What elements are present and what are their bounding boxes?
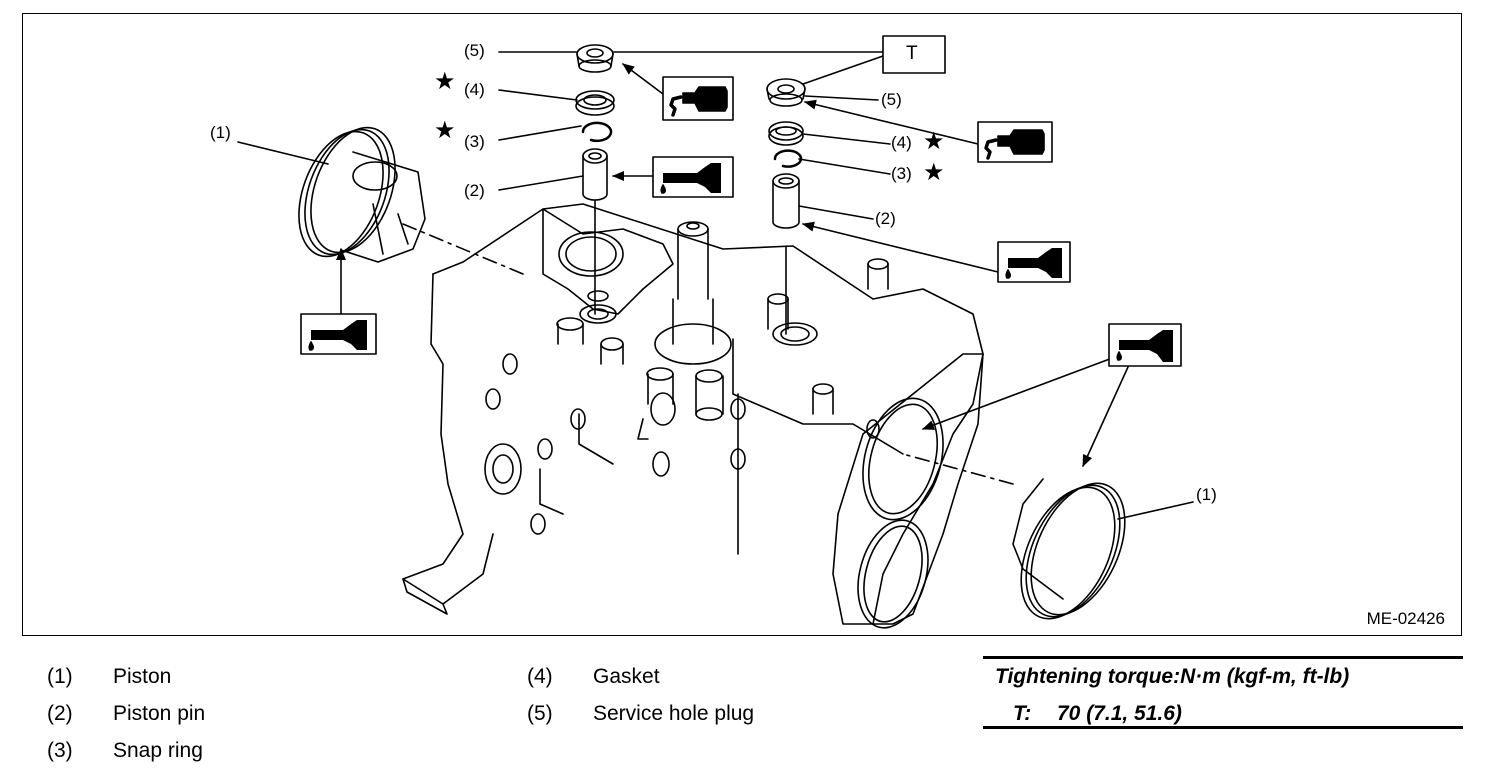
torque-spec-title: Tightening torque:N·m (kgf-m, ft-lb) [995,665,1350,688]
callout-gasket-left: (4) [464,80,485,99]
legend-item: (4)Gasket [527,665,660,688]
left-part-stack [575,44,615,315]
callout-plug-left: (5) [464,41,485,60]
leader-lines [237,51,1194,520]
callout-piston-left: (1) [210,123,231,142]
liquid-gasket-icon [977,121,1053,163]
engine-oil-icon [300,313,377,355]
engine-oil-icon [652,156,734,198]
engine-oil-icon [997,241,1071,283]
left-piston [298,126,524,275]
replace-star-icon: ★ [434,68,456,95]
exploded-diagram: T (1) (5) ★ (4) ★ (3) (2) (5) (4) ★ (3) … [22,13,1462,636]
parts-legend-left: (1)Piston (2)Piston pin (3)Snap ring [47,658,347,769]
torque-box-label: T [906,43,918,64]
engine-block [402,203,984,629]
replace-star-icon: ★ [923,128,945,155]
figure-id: ME-02426 [1366,609,1445,628]
replace-star-icon: ★ [923,159,945,186]
callout-piston-right: (1) [1196,485,1217,504]
liquid-gasket-icon [662,76,734,121]
right-piston [902,453,1126,620]
right-part-stack [766,78,806,335]
callout-snap-left: (3) [464,132,485,151]
engine-oil-icon [1108,323,1182,367]
torque-box-frame [882,35,946,74]
torque-spec-value: T:70 (7.1, 51.6) [1013,702,1182,725]
torque-spec: Tightening torque:N·m (kgf-m, ft-lb) T:7… [983,656,1463,729]
replace-star-icon: ★ [434,117,456,144]
parts-legend-right: (4)Gasket (5)Service hole plug [527,658,867,732]
callout-gasket-right: (4) [891,133,912,152]
callout-snap-right: (3) [891,164,912,183]
legend-item: (5)Service hole plug [527,702,755,725]
legend-item: (1)Piston [47,665,172,688]
legend-item: (3)Snap ring [47,739,203,762]
callout-pin-left: (2) [464,181,485,200]
callout-pin-right: (2) [875,209,896,228]
callout-plug-right: (5) [881,90,902,109]
legend-item: (2)Piston pin [47,702,206,725]
